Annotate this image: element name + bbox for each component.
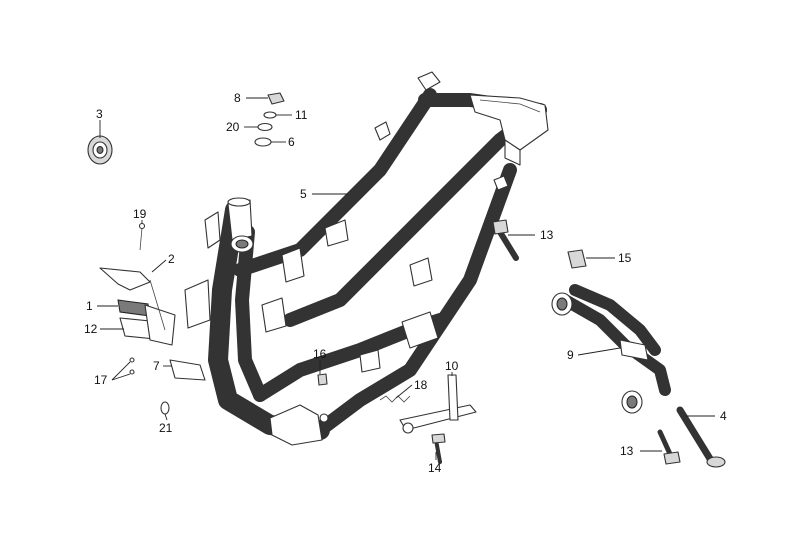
callout-16: 16 <box>313 347 327 361</box>
callout-17: 17 <box>94 373 108 387</box>
frame-body <box>184 71 549 446</box>
callout-20: 20 <box>226 120 240 134</box>
callout-10: 10 <box>445 359 459 373</box>
callout-12: 12 <box>84 322 98 336</box>
center-stand <box>551 284 671 414</box>
callout-5: 5 <box>300 187 307 201</box>
callout-14: 14 <box>428 461 442 475</box>
callout-19: 19 <box>133 207 147 221</box>
callout-6: 6 <box>288 135 295 149</box>
callout-11: 11 <box>295 108 308 122</box>
callout-7: 7 <box>153 359 160 373</box>
steering-stem-hardware <box>254 92 285 147</box>
callout-21: 21 <box>159 421 173 435</box>
callout-3: 3 <box>96 107 103 121</box>
callout-13-upper: 13 <box>540 228 554 242</box>
horn <box>87 135 113 165</box>
callout-labels: 1 2 3 4 5 6 7 8 9 10 11 12 13 13 14 15 1… <box>84 91 727 475</box>
callout-4: 4 <box>720 409 727 423</box>
callout-1: 1 <box>86 299 93 313</box>
leader-lines <box>97 97 715 460</box>
callout-18: 18 <box>414 378 428 392</box>
callout-2: 2 <box>168 252 175 266</box>
side-stand <box>379 374 477 434</box>
callout-9: 9 <box>567 348 574 362</box>
bolts <box>317 219 726 468</box>
electrical-bracket <box>99 222 206 415</box>
callout-13-lower: 13 <box>620 444 634 458</box>
callout-8: 8 <box>234 91 241 105</box>
callout-15: 15 <box>618 251 632 265</box>
